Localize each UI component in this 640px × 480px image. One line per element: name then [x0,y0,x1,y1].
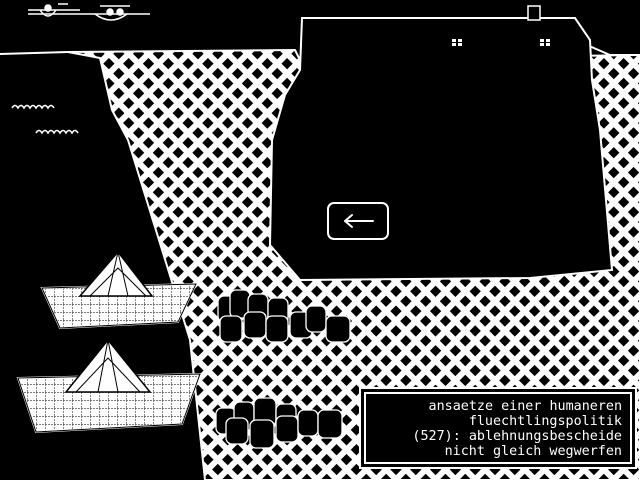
caption-line-2: fluechtlingspolitik [468,414,622,429]
paper-boat-1 [40,250,198,330]
horizon-line [0,51,69,55]
building-chimney [527,5,541,21]
distant-ship [28,3,150,21]
paper-boat-2 [16,338,202,434]
left-arrow-icon [344,214,374,228]
quay-edge [0,52,205,480]
people-group-1 [217,289,351,343]
caption-line-1: ansaetze einer humaneren [428,399,622,414]
caption-line-4: nicht gleich wegwerfen [444,444,622,459]
people-group-2 [215,397,343,449]
back-button[interactable] [327,202,389,240]
caption-box: ansaetze einer humaneren fluechtlingspol… [361,389,635,467]
water-waves [11,104,79,135]
caption-line-3: (527): ablehnungsbescheide [412,429,622,444]
building-windows [452,39,550,46]
harbour-building [268,17,614,282]
